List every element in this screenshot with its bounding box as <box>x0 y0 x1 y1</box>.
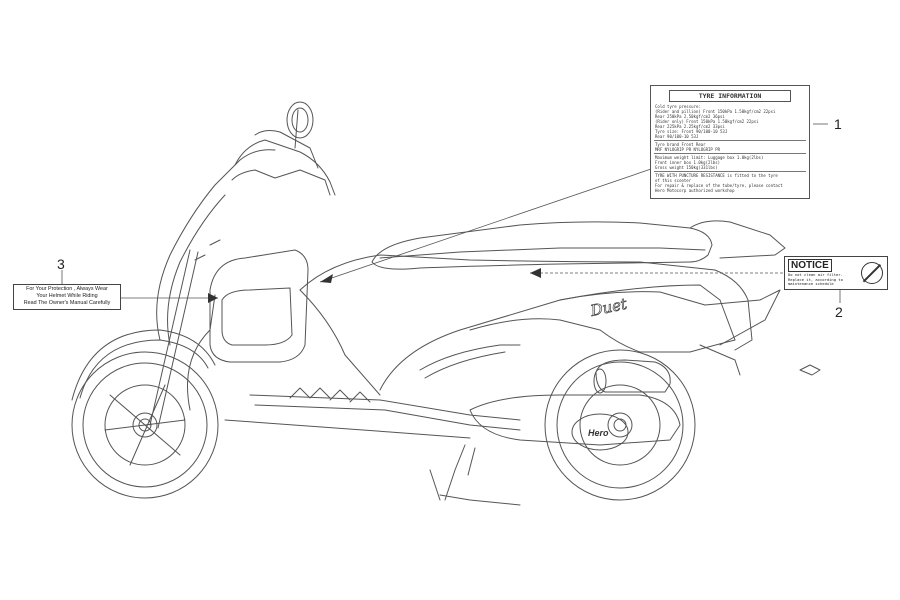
side-panel <box>299 254 753 351</box>
tyre-label-line: MRF NYLOGRIP PR NYLOGRIP PR <box>655 147 721 152</box>
helmet-label-line: Read The Owner's Manual Carefully <box>23 300 111 306</box>
inner-box <box>209 249 309 363</box>
arrow-3 <box>208 293 218 303</box>
tyre-label-line: Rear 250kPa 2.50kgf/cm2 36psi <box>655 114 725 119</box>
notice-title: NOTICE <box>788 259 832 272</box>
tyre-information-label: TYRE INFORMATION Cold tyre pressure: (Ri… <box>650 85 810 199</box>
arrow-2 <box>530 268 541 278</box>
tyre-label-divider <box>654 171 806 172</box>
floorboard <box>249 394 521 421</box>
tyre-label-line: Tyre brand Front Rear <box>655 142 706 147</box>
helmet-safety-label: For Your Protection , Always Wear Your H… <box>13 284 121 310</box>
tyre-label-line: TYRE WITH PUNCTURE RESISTANCE is fitted … <box>655 173 778 178</box>
grab-rail <box>689 220 786 259</box>
arrow-1 <box>320 274 333 283</box>
rear-tail <box>704 289 781 346</box>
tyre-label-line: of this scooter <box>655 178 692 183</box>
tyre-label-title: TYRE INFORMATION <box>669 90 791 102</box>
prohibited-icon <box>861 262 883 284</box>
tyre-label-line: For repair & replace of the tube/tyre, p… <box>655 183 783 188</box>
handlebar <box>234 139 336 196</box>
seat <box>371 221 713 270</box>
tyre-label-line: Tyre size: Front 90/100-10 53J <box>655 129 728 134</box>
tyre-label-divider <box>654 153 806 154</box>
tyre-label-divider <box>654 140 806 141</box>
front-wheel <box>71 351 219 499</box>
tyre-label-line: Cold tyre pressure: <box>655 104 701 109</box>
tyre-label-line: Rear 225kPa 2.25kgf/cm2 33psi <box>655 124 725 129</box>
notice-text: Do not clean air filter. Replace it, acc… <box>788 272 843 287</box>
notice-label: NOTICE Do not clean air filter. Replace … <box>784 256 888 290</box>
callout-number-3: 3 <box>57 256 65 272</box>
front-apron <box>156 149 276 341</box>
tyre-label-line: Front inner box 1.0kg(2lbs) <box>655 160 721 165</box>
model-script-decal: Duet <box>588 295 629 321</box>
tyre-label-line: (Rider and pillion) Front 150kPa 1.50kgf… <box>655 109 776 114</box>
engine-casing <box>469 394 681 446</box>
mirror <box>294 109 299 149</box>
tyre-label-line: (Rider only) Front 150kPa 1.50kgf/cm2 22… <box>655 119 759 124</box>
callout-number-1: 1 <box>834 116 842 132</box>
helmet-label-line: For Your Protection , Always Wear <box>26 286 108 292</box>
helmet-label-line: Your Helmet While Riding <box>36 293 98 299</box>
brand-badge: Hero <box>588 428 609 438</box>
center-stand <box>439 444 521 506</box>
tyre-label-line: Hero Motocorp authorized workshop <box>655 188 735 193</box>
callout-number-2: 2 <box>835 304 843 320</box>
front-fork <box>149 249 199 429</box>
tyre-label-line: Rear 90/100-10 53J <box>655 134 699 139</box>
tyre-label-line: Maximum weight limit: Luggage box 1.0kg(… <box>655 155 764 160</box>
front-fender <box>71 329 216 401</box>
rear-wheel <box>544 349 696 501</box>
floor-chevrons <box>289 387 371 403</box>
tyre-label-line: Gross weight 150kg(331lbs) <box>655 165 718 170</box>
